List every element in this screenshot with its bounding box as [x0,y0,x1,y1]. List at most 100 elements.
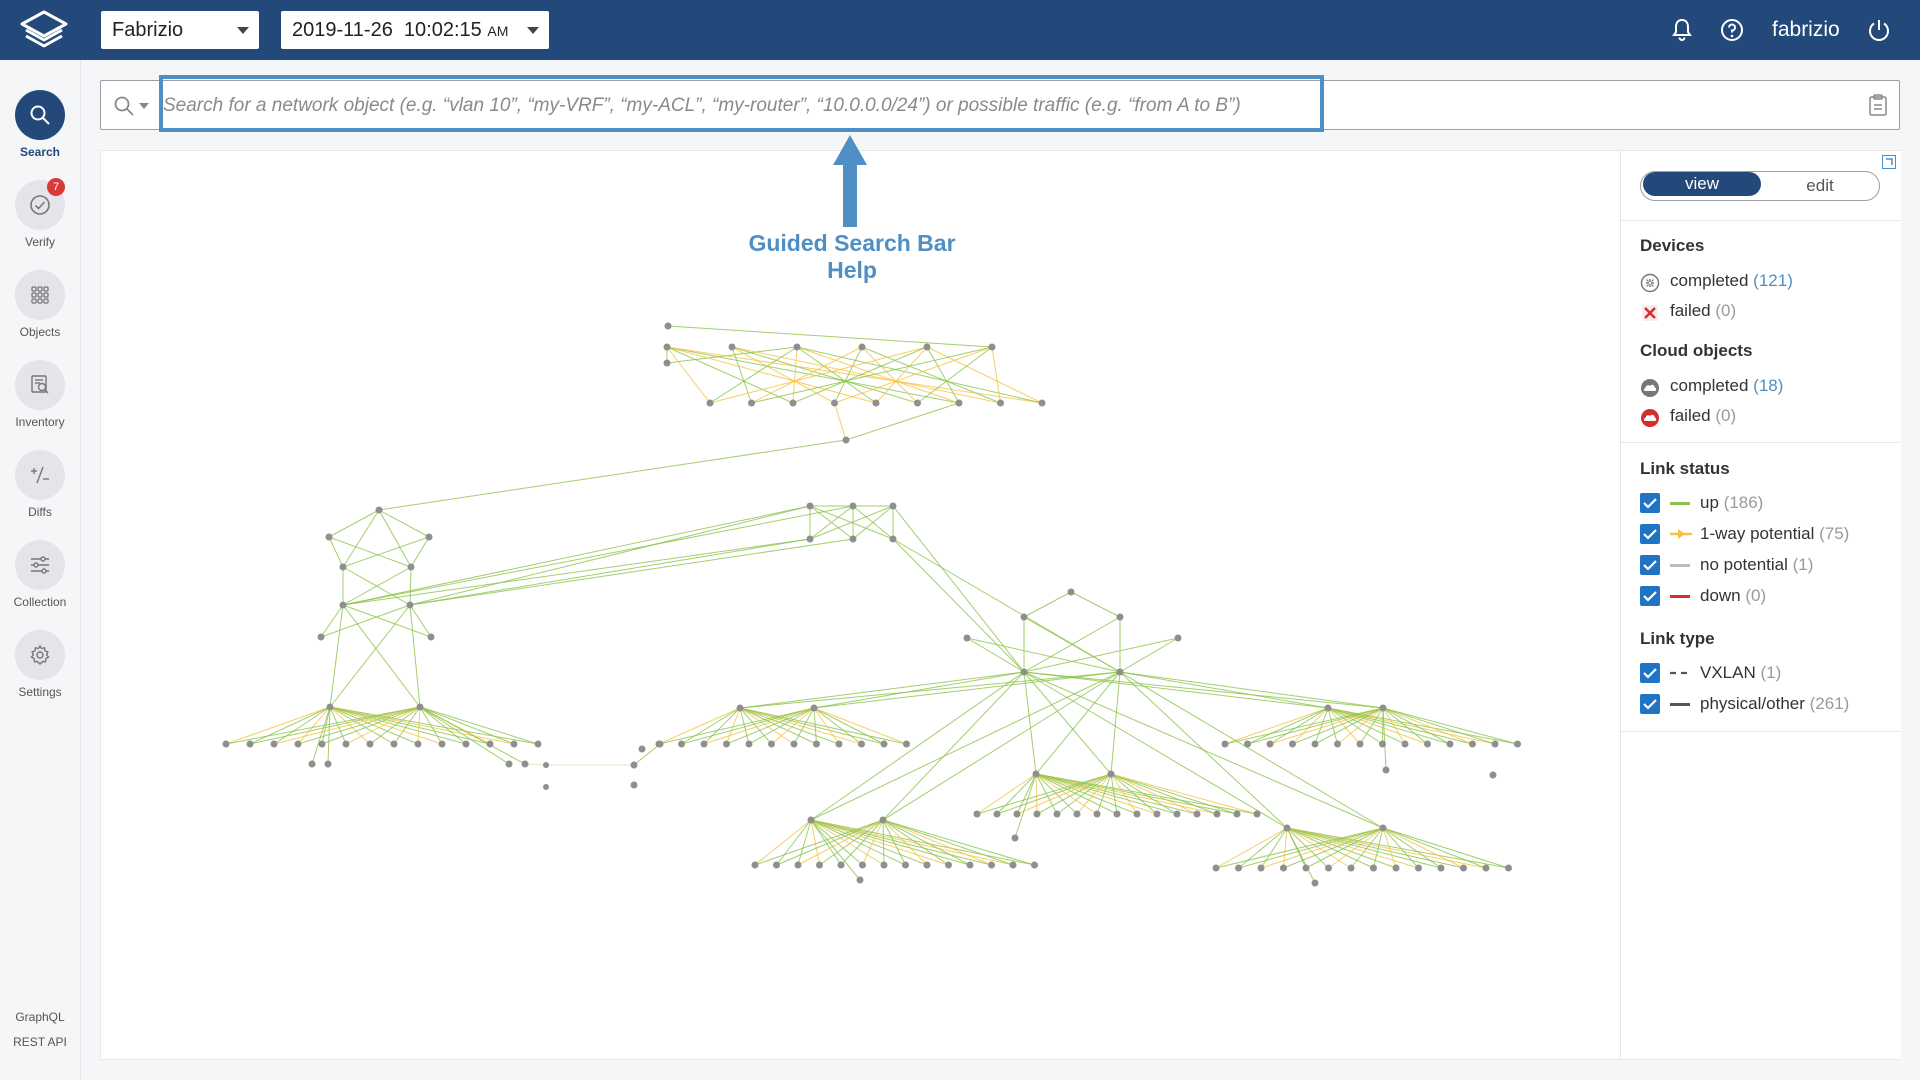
topology-node[interactable] [1116,613,1124,621]
topology-node[interactable] [849,535,857,543]
search-input[interactable] [161,84,1327,128]
topology-node[interactable] [1053,810,1061,818]
topology-node[interactable] [988,861,995,869]
topology-node[interactable] [880,740,888,748]
forward-networks-logo[interactable] [16,8,72,52]
graphql-link[interactable]: GraphQL [15,1010,65,1024]
topology-node[interactable] [736,704,744,712]
topology-node[interactable] [1379,824,1387,832]
topology-node[interactable] [1469,740,1476,748]
topology-node[interactable] [945,861,952,869]
topology-node[interactable] [1505,864,1512,872]
topology-node[interactable] [856,876,864,884]
topology-node[interactable] [1356,740,1364,748]
sidebar-item-objects[interactable]: Objects [0,270,80,354]
topology-node[interactable] [1032,770,1040,778]
topology-node[interactable] [1514,740,1521,748]
topology-node[interactable] [963,634,971,642]
topology-node[interactable] [1009,861,1017,869]
topology-node[interactable] [678,740,685,748]
topology-node[interactable] [806,535,814,543]
topology-node[interactable] [723,740,730,748]
topology-node[interactable] [1213,810,1221,818]
topology-node[interactable] [1401,740,1409,748]
topology-node[interactable] [997,399,1004,407]
topology-node[interactable] [858,343,866,351]
snapshot-select[interactable]: 2019-11-26 10:02:15 AM [281,11,549,49]
topology-node[interactable] [1302,864,1310,872]
view-mode-button[interactable]: view [1643,172,1761,196]
topology-node[interactable] [728,343,736,351]
checkbox-up[interactable] [1640,493,1660,513]
checkbox-physical[interactable] [1640,694,1660,714]
checkbox-vxlan[interactable] [1640,663,1660,683]
sidebar-item-settings[interactable]: Settings [0,630,80,714]
topology-node[interactable] [1446,740,1454,748]
topology-node[interactable] [1382,766,1390,774]
checkbox-no-potential[interactable] [1640,555,1660,575]
topology-node[interactable] [858,740,865,748]
topology-node[interactable] [1093,810,1101,818]
topology-node[interactable] [1370,864,1377,872]
topology-node[interactable] [914,399,921,407]
topology-node[interactable] [1415,864,1422,872]
collapse-icon[interactable] [1882,155,1896,169]
topology-node[interactable] [427,633,435,641]
topology-node[interactable] [462,740,470,748]
topology-node[interactable] [889,535,897,543]
topology-node[interactable] [966,861,974,869]
topology-node[interactable] [993,810,1001,818]
topology-node[interactable] [1244,740,1251,748]
topology-node[interactable] [543,762,549,768]
topology-node[interactable] [425,533,433,541]
topology-node[interactable] [1193,810,1201,818]
topology-node[interactable] [773,861,780,869]
rest-api-link[interactable]: REST API [13,1035,67,1049]
topology-node[interactable] [663,343,671,351]
network-topology-graph[interactable] [100,150,1620,1058]
topology-node[interactable] [1311,879,1319,887]
topology-node[interactable] [859,861,866,869]
topology-node[interactable] [1212,864,1220,872]
topology-node[interactable] [438,740,446,748]
topology-node[interactable] [638,745,646,753]
topology-node[interactable] [339,563,347,571]
topology-node[interactable] [923,861,931,869]
topology-node[interactable] [407,563,415,571]
topology-node[interactable] [1283,824,1291,832]
topology-node[interactable] [745,740,753,748]
topology-node[interactable] [308,760,316,768]
power-icon[interactable] [1866,17,1892,43]
topology-node[interactable] [1379,740,1386,748]
topology-node[interactable] [1020,613,1028,621]
edit-mode-button[interactable]: edit [1806,176,1834,195]
topology-node[interactable] [1424,740,1431,748]
sidebar-item-verify[interactable]: 7 Verify [0,178,80,264]
topology-node[interactable] [1347,864,1355,872]
topology-node[interactable] [270,740,278,748]
topology-node[interactable] [317,633,325,641]
topology-node[interactable] [1174,634,1182,642]
topology-node[interactable] [1107,770,1115,778]
topology-node[interactable] [1289,740,1296,748]
topology-node[interactable] [988,343,996,351]
topology-node[interactable] [630,781,638,789]
topology-node[interactable] [790,740,798,748]
topology-node[interactable] [835,740,843,748]
topology-node[interactable] [748,399,755,407]
topology-node[interactable] [246,740,254,748]
topology-node[interactable] [390,740,398,748]
topology-node[interactable] [837,861,845,869]
topology-node[interactable] [1392,864,1400,872]
topology-node[interactable] [1324,704,1332,712]
topology-node[interactable] [1311,740,1319,748]
topology-node[interactable] [1334,740,1341,748]
topology-node[interactable] [325,533,333,541]
topology-node[interactable] [1153,810,1161,818]
topology-node[interactable] [1073,810,1081,818]
view-edit-toggle[interactable]: view edit [1640,171,1880,201]
topology-node[interactable] [810,704,818,712]
topology-node[interactable] [1116,668,1124,676]
checkbox-down[interactable] [1640,586,1660,606]
topology-node[interactable] [806,502,814,510]
